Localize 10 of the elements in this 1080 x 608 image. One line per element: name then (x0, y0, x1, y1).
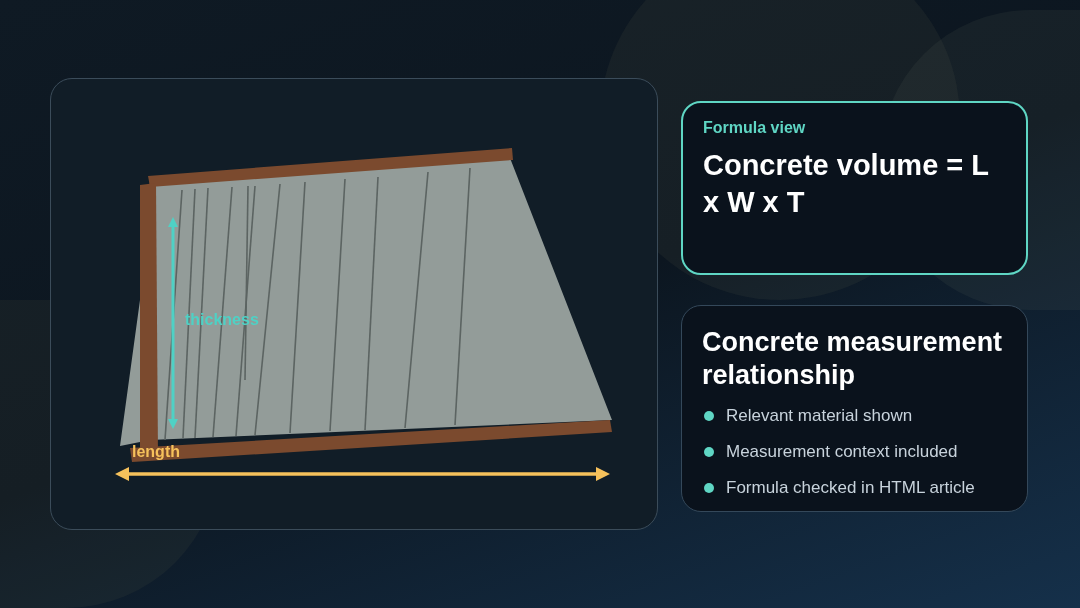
formula-card (681, 101, 1028, 275)
dimension-label: thickness (185, 311, 259, 329)
card-eyebrow: Formula view (703, 119, 806, 137)
card-heading: Concrete measurement relationship (702, 326, 1004, 392)
dimension-label: length (132, 443, 180, 461)
bullet-text: Formula checked in HTML article (726, 478, 975, 498)
bullet-text: Relevant material shown (726, 406, 913, 426)
formula-text: Concrete volume = L x W x T (703, 148, 990, 220)
info-card (681, 305, 1028, 512)
bullet-text: Measurement context included (726, 442, 958, 462)
